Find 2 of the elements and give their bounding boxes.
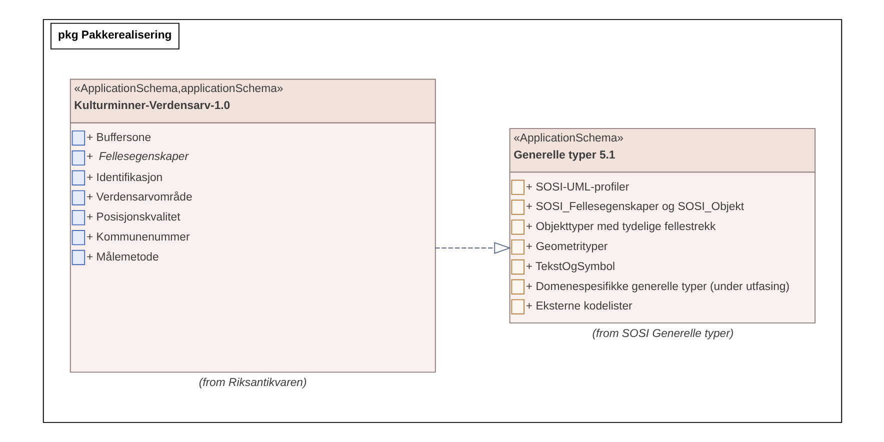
node-label: (from Riksantikvaren) <box>198 377 306 390</box>
node-label: (from SOSI Generelle typer) <box>592 328 734 340</box>
